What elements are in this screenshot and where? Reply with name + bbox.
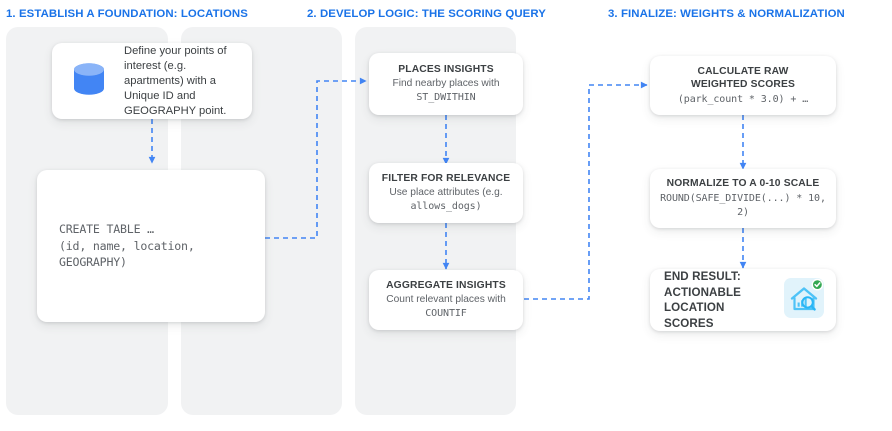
create-table-code: CREATE TABLE … (id, name, location, GEOG… [59,222,195,270]
card-aggregate-insights[interactable]: AGGREGATE INSIGHTS Count relevant places… [369,270,523,330]
card-code: (park_count * 3.0) + … [677,93,809,105]
house-analytics-icon [784,277,824,323]
card-code: COUNTIF [425,307,467,319]
card-title: NORMALIZE TO A 0-10 SCALE [666,178,820,189]
column-title-1: 1. ESTABLISH A FOUNDATION: LOCATIONS [6,8,248,20]
database-cylinder-icon [66,56,112,107]
card-title: FILTER FOR RELEVANCE [381,173,511,185]
card-places-insights[interactable]: PLACES INSIGHTS Find nearby places with … [369,53,523,115]
card-filter-for-relevance[interactable]: FILTER FOR RELEVANCE Use place attribute… [369,163,523,223]
card-title: AGGREGATE INSIGHTS [386,280,506,292]
connector-aggregate-to-calculate [524,81,648,300]
column-title-2: 2. DEVELOP LOGIC: THE SCORING QUERY [307,8,546,20]
card-end-result[interactable]: END RESULT: ACTIONABLE LOCATION SCORES [650,269,836,331]
card-title: PLACES INSIGHTS [398,64,494,76]
card-normalize-to-scale[interactable]: NORMALIZE TO A 0-10 SCALE ROUND(SAFE_DIV… [650,169,836,228]
card-code: ST_DWITHIN [416,91,476,103]
card-calculate-raw-weighted-scores[interactable]: CALCULATE RAW WEIGHTED SCORES (park_coun… [650,56,836,115]
column-title-3: 3. FINALIZE: WEIGHTS & NORMALIZATION [608,8,845,20]
card-create-table-snippet[interactable]: CREATE TABLE … (id, name, location, GEOG… [37,170,265,322]
end-result-title: END RESULT: ACTIONABLE LOCATION SCORES [664,270,741,330]
card-code: ROUND(SAFE_DIVIDE(...) * 10, 2) [660,193,826,218]
card-subtitle: Find nearby places with [392,78,500,90]
card-subtitle: Count relevant places with [386,294,506,306]
card-subtitle: Use place attributes (e.g. [389,187,503,199]
card-code: allows_dogs) [410,200,482,212]
card-body-text: Define your points of interest (e.g. apa… [124,44,227,117]
card-title: CALCULATE RAW WEIGHTED SCORES [690,65,796,90]
card-define-points-of-interest[interactable]: Define your points of interest (e.g. apa… [52,43,252,119]
